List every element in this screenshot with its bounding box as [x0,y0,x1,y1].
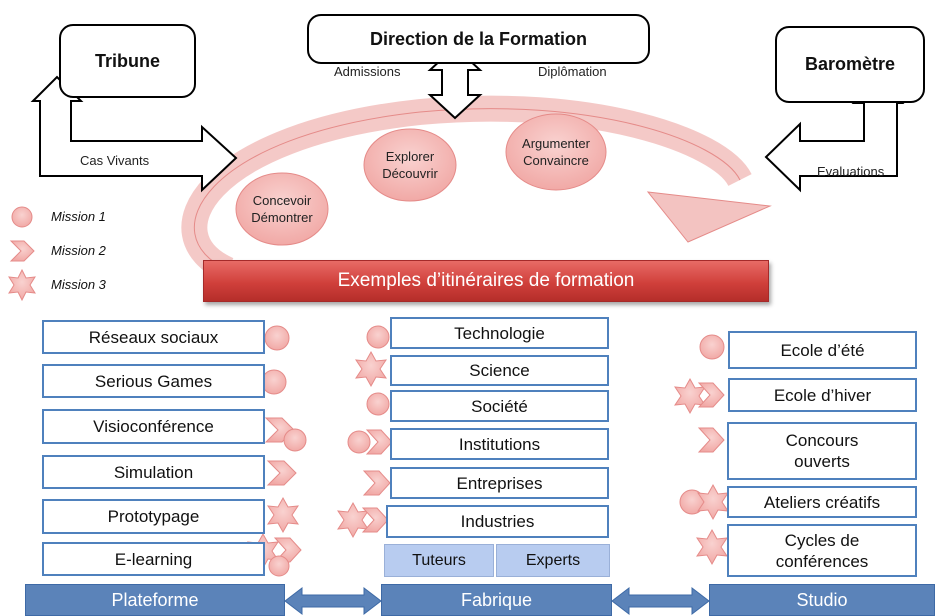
tribune-arrow [30,75,238,193]
plateforme-item: Simulation [42,455,265,489]
legend-star-icon [8,268,36,302]
fabrique-item: Science [390,355,609,386]
studio-item: Ateliers créatifs [727,486,917,518]
fabrique-item: Industries [386,505,609,538]
fabrique-item: Institutions [390,428,609,460]
marker-circle-icon [268,555,290,577]
fabrique-item: Entreprises [390,467,609,499]
marker-chevron-icon [697,427,725,453]
legend-circle-icon [11,206,33,228]
cycle-circle-argumenter [505,113,607,191]
plateforme-item: Réseaux sociaux [42,320,265,354]
plateforme-item: Prototypage [42,499,265,534]
cycle-swirl [181,95,772,282]
legend-chevron-icon [9,240,35,262]
marker-circle-icon [283,428,307,452]
cas-vivants-label: Cas Vivants [80,153,150,168]
cycle-circle-explorer [363,128,457,202]
experts-tab: Experts [496,544,610,577]
direction-box: Direction de la Formation [307,14,650,64]
marker-chevron-icon [697,382,725,408]
marker-circle-icon [264,325,290,351]
barometre-arrow [764,78,905,193]
legend-mission-2: Mission 2 [51,243,106,258]
legend-mission-1: Mission 1 [51,209,106,224]
itineraires-banner: Exemples d’itinéraires de formation [203,260,769,302]
legend-mission-3: Mission 3 [51,277,106,292]
evaluations-label: Evaluations [817,164,885,179]
fabrique-item: Technologie [390,317,609,349]
fabrique-item: Société [390,390,609,422]
marker-chevron-icon [362,470,391,496]
marker-circle-icon [347,430,371,454]
marker-circle-icon [366,392,390,416]
diplomation-label: Diplômation [538,64,607,79]
plateforme-item: E-learning [42,542,265,576]
tribune-box: Tribune [59,24,196,98]
plateforme-fabrique-double-arrow [284,586,382,616]
plateforme-band: Plateforme [25,584,285,616]
marker-star-icon [695,528,729,566]
direction-double-arrow [427,45,483,120]
marker-circle-icon [699,334,725,360]
admissions-label: Admissions [334,64,401,79]
fabrique-band: Fabrique [381,584,612,616]
marker-circle-icon [366,325,390,349]
marker-chevron-icon [365,429,393,455]
studio-item: Ecole d’hiver [728,378,917,412]
fabrique-studio-double-arrow [611,586,710,616]
cycle-circle-concevoir [235,172,329,246]
marker-star-icon [266,496,300,534]
barometre-box: Baromètre [775,26,925,103]
plateforme-item: Serious Games [42,364,265,398]
marker-chevron-icon [361,507,389,533]
marker-circle-icon [261,369,287,395]
plateforme-item: Visioconférence [42,409,265,444]
studio-item: Ecole d’été [728,331,917,369]
tuteurs-tab: Tuteurs [384,544,494,577]
marker-star-icon [354,350,388,388]
studio-band: Studio [709,584,935,616]
marker-chevron-icon [266,460,297,486]
